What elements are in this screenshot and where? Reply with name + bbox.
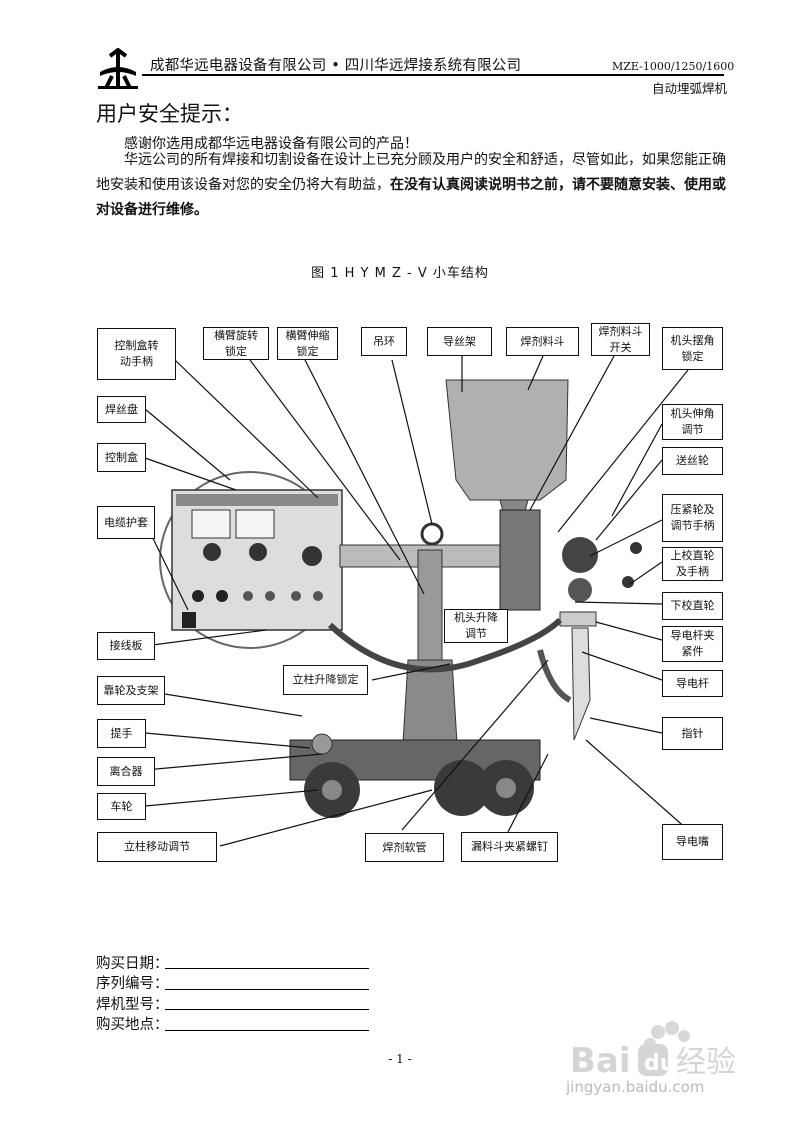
baidu-watermark-logo: Bai du 经验	[570, 1021, 736, 1081]
label-head-lift-adjust: 机头升降 调节	[444, 609, 508, 643]
label-head-swing-lock: 机头摆角 锁定	[662, 327, 723, 370]
label-upper-straightener: 上校直轮 及手柄	[662, 547, 723, 581]
watermark-url: jingyan.baidu.com	[566, 1078, 705, 1096]
label-cable-sleeve: 电缆护套	[97, 506, 155, 539]
company-name: 成都华远电器设备有限公司 • 四川华远焊接系统有限公司	[150, 58, 522, 74]
purchase-date-field[interactable]	[165, 968, 369, 969]
machine-diagram	[139, 355, 689, 847]
intro-text-2: 华远公司的所有焊接和切割设备在设计上已充分顾及用户的安全和舒适，尽管如此，如果您…	[96, 152, 726, 193]
serial-no-field[interactable]	[165, 989, 369, 990]
label-flux-hopper-switch: 焊剂料斗 开关	[591, 323, 650, 356]
label-control-box: 控制盒	[97, 443, 146, 472]
label-hopper-screw: 漏料斗夹紧螺钉	[461, 832, 558, 862]
model-number: MZE-1000/1250/1600	[612, 60, 735, 73]
product-subtitle: 自动埋弧焊机	[652, 81, 728, 96]
label-guide-wheel-bracket: 靠轮及支架	[97, 676, 165, 705]
label-head-extend-adjust: 机头伸角 调节	[662, 404, 723, 440]
flux-hopper-illustration	[445, 379, 569, 531]
company-logo-icon	[98, 48, 138, 89]
header-rule	[142, 74, 724, 76]
label-wire-reel: 焊丝盘	[97, 396, 146, 423]
intro-paragraph-1: 感谢你选用成都华远电器设备有限公司的产品！	[96, 132, 728, 157]
label-arm-extend-lock: 横臂伸缩 锁定	[277, 327, 338, 360]
svg-text:经验: 经验	[676, 1045, 736, 1080]
svg-text:Bai: Bai	[570, 1041, 631, 1081]
cable-illustration	[327, 617, 563, 673]
label-column-lift-lock: 立柱升降锁定	[283, 665, 368, 695]
machine-model-label: 焊机型号：	[96, 997, 169, 1013]
label-arm-rotate-lock: 横臂旋转 锁定	[203, 327, 269, 360]
welding-head-illustration	[499, 509, 642, 741]
label-column-move-adjust: 立柱移动调节	[97, 832, 217, 862]
purchase-date-label: 购买日期：	[96, 956, 169, 972]
label-contact-tip: 导电嘴	[662, 824, 723, 860]
label-flux-hose: 焊剂软管	[365, 833, 444, 862]
label-press-wheel-handle: 压紧轮及 调节手柄	[662, 494, 723, 542]
purchase-place-label: 购买地点：	[96, 1017, 169, 1033]
label-contact-rod-clamp: 导电杆夹 紧件	[662, 626, 723, 662]
label-contact-rod: 导电杆	[662, 670, 723, 697]
intro-paragraph-2: 华远公司的所有焊接和切割设备在设计上已充分顾及用户的安全和舒适，尽管如此，如果您…	[96, 148, 728, 223]
page-number: - 1 -	[388, 1052, 412, 1066]
label-clutch: 离合器	[97, 757, 155, 786]
label-feed-wheel: 送丝轮	[662, 447, 723, 475]
intro-text-1: 感谢你选用成都华远电器设备有限公司的产品！	[124, 136, 418, 152]
figure-caption: 图 1 H Y M Z - V 小车结构	[311, 266, 489, 281]
label-handle: 提手	[97, 719, 146, 748]
leader-lines	[139, 355, 689, 847]
label-wheel: 车轮	[97, 793, 146, 820]
label-lifting-ring: 吊环	[361, 327, 407, 356]
control-box-illustration	[171, 489, 343, 631]
serial-no-label: 序列编号：	[96, 976, 169, 992]
label-terminal-board: 接线板	[97, 632, 155, 660]
label-flux-hopper: 焊剂料斗	[506, 327, 579, 356]
safety-warning: 在没有认真阅读说明书之前，请不要随意安装、使用或对设备进行维修。	[96, 177, 726, 218]
label-control-box-handle: 控制盒转 动手柄	[97, 328, 176, 380]
label-lower-straightener: 下校直轮	[662, 592, 723, 620]
page-title: 用户安全提示：	[96, 102, 243, 126]
purchase-place-field[interactable]	[165, 1030, 369, 1031]
label-pointer: 指针	[662, 717, 723, 750]
carriage-illustration	[289, 733, 541, 818]
machine-model-field[interactable]	[165, 1009, 369, 1010]
svg-text:du: du	[644, 1051, 675, 1076]
label-wire-guide-frame: 导丝架	[427, 327, 492, 356]
